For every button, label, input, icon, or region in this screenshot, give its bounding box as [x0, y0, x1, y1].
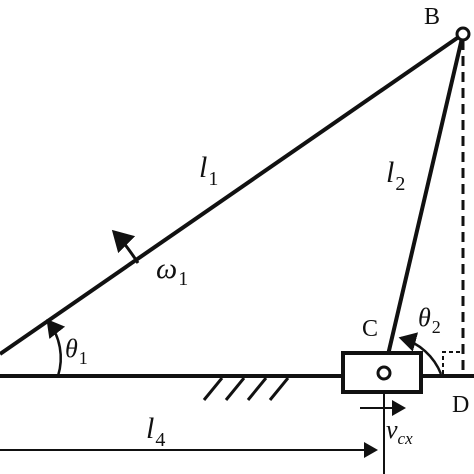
label-l1: l1: [199, 151, 218, 190]
link-l2: [382, 33, 465, 373]
label-theta2: θ2: [418, 303, 441, 337]
label-l2: l2: [386, 156, 405, 195]
theta1-arc: [46, 319, 66, 377]
right-angle-marker: [442, 351, 463, 374]
link-l1: [0, 32, 465, 356]
label-b: B: [424, 4, 440, 30]
label-velocity: vcx: [386, 415, 413, 448]
theta2-arc: [398, 332, 443, 375]
label-theta1: θ1: [65, 334, 88, 368]
label-d: D: [452, 392, 469, 418]
label-c: C: [362, 316, 378, 342]
joint-c: [376, 365, 392, 381]
label-omega1: ω1: [156, 252, 188, 290]
ground-hatching: [202, 377, 290, 401]
omega-rotation-arrow: [111, 229, 140, 264]
label-l4: l4: [146, 412, 165, 451]
joint-b: [455, 26, 471, 42]
